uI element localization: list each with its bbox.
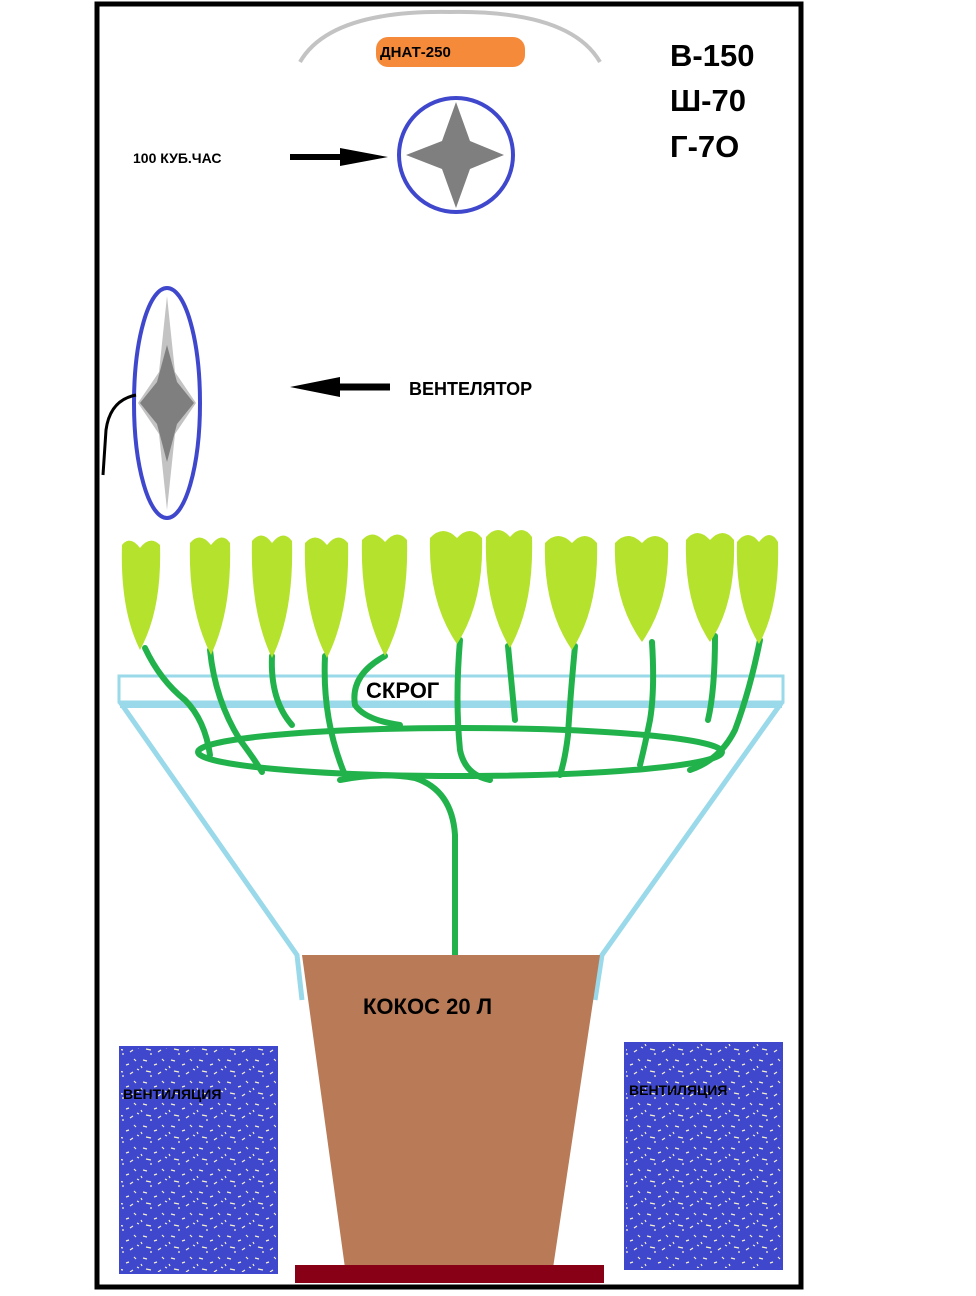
pot-label: КОКОС 20 Л (363, 994, 492, 1019)
vent-label-right: ВЕНТИЛЯЦИЯ (629, 1082, 727, 1098)
plant-leaves (121, 530, 779, 658)
lamp-label: ДНАТ-250 (380, 44, 451, 61)
dimension-width: Ш-70 (670, 83, 746, 118)
arrow-right-icon (290, 148, 388, 166)
exhaust-fan-icon (397, 96, 515, 214)
grow-box-frame (94, 1, 804, 1290)
vent-label-left: ВЕНТИЛЯЦИЯ (123, 1086, 221, 1102)
lamp (376, 37, 525, 67)
arrow-left-icon (290, 377, 390, 397)
lamp-reflector (298, 9, 602, 64)
net-support-right (592, 700, 785, 1001)
exhaust-label: 100 КУБ.ЧАС (133, 150, 222, 166)
vent-panel-left (119, 1046, 278, 1274)
plant-stems (142, 633, 763, 958)
net-support-left (117, 700, 305, 1001)
drip-tray (295, 1265, 604, 1283)
vent-panel-right (624, 1042, 783, 1270)
pot (302, 955, 600, 1268)
circulation-fan-icon (132, 286, 202, 520)
fan-power-cord (101, 393, 137, 476)
dimension-height: В-150 (670, 38, 754, 73)
dimension-depth: Г-7О (670, 129, 739, 164)
scrog-label: СКРОГ (366, 678, 440, 703)
fan-label: ВЕНТЕЛЯТОР (409, 379, 532, 399)
